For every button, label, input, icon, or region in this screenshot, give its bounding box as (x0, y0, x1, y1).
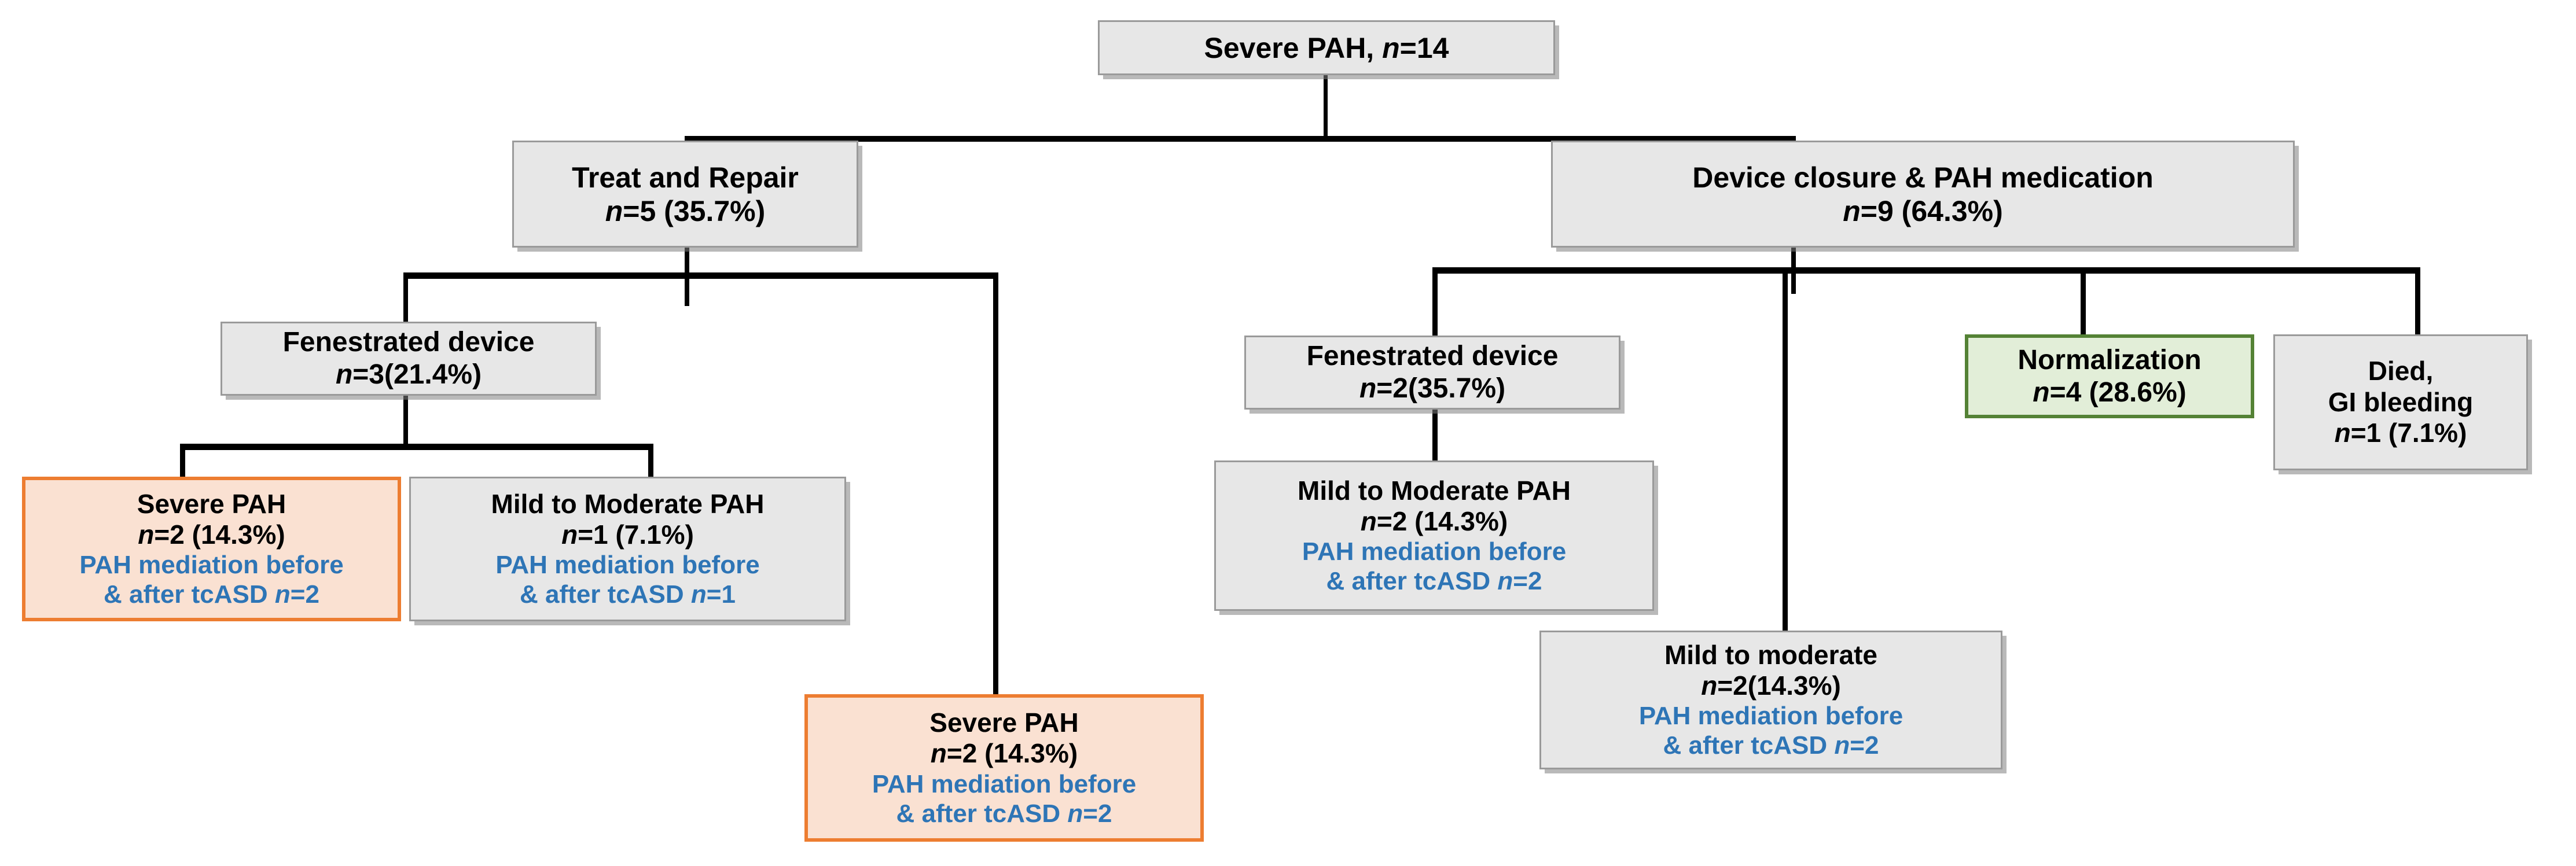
node-severe-pah-center-line4: & after tcASD n=2 (896, 799, 1112, 828)
connector-to-died (2415, 267, 2420, 338)
node-fenestrated-left-line2: n=3(21.4%) (335, 359, 482, 390)
connector-treat-repair-bar (403, 272, 998, 279)
connector-to-mild-moderate-left (648, 444, 653, 483)
node-normalization[interactable]: Normalization n=4 (28.6%) (1965, 334, 2254, 418)
node-severe-pah-left[interactable]: Severe PAH n=2 (14.3%) PAH mediation bef… (22, 477, 401, 621)
node-fenestrated-left-line1: Fenestrated device (282, 327, 535, 358)
node-severe-pah-left-line2: n=2 (14.3%) (138, 519, 285, 550)
node-normalization-line2: n=4 (28.6%) (2033, 377, 2187, 408)
connector-to-severe-pah-center (993, 272, 998, 701)
node-mild-moderate-right-line2: n=2 (14.3%) (1360, 506, 1508, 536)
connector-to-fenestrated-left (403, 272, 408, 333)
node-mild-moderate-left[interactable]: Mild to Moderate PAH n=1 (7.1%) PAH medi… (409, 477, 846, 621)
node-severe-pah-center[interactable]: Severe PAH n=2 (14.3%) PAH mediation bef… (804, 694, 1204, 842)
node-mild-moderate-right-line4: & after tcASD n=2 (1326, 567, 1542, 596)
node-severe-pah-center-line2: n=2 (14.3%) (930, 738, 1078, 769)
node-mild-moderate-bottom[interactable]: Mild to moderate n=2(14.3%) PAH mediatio… (1539, 631, 2002, 769)
node-severe-pah-left-line3: PAH mediation before (79, 551, 344, 580)
node-mild-moderate-bottom-line3: PAH mediation before (1638, 702, 1903, 731)
connector-to-severe-pah-left (180, 444, 185, 483)
node-severe-pah-left-line1: Severe PAH (137, 488, 286, 519)
connector-fenestrated-left-stem (403, 393, 408, 448)
node-mild-moderate-right-line1: Mild to Moderate PAH (1298, 475, 1571, 506)
node-mild-moderate-left-line4: & after tcASD n=1 (520, 580, 736, 609)
node-treat-and-repair[interactable]: Treat and Repair n=5 (35.7%) (512, 141, 858, 248)
node-severe-pah-center-line3: PAH mediation before (872, 769, 1137, 798)
node-mild-moderate-right[interactable]: Mild to Moderate PAH n=2 (14.3%) PAH med… (1214, 460, 1654, 611)
connector-fenestrated-left-bar (180, 444, 653, 450)
connector-root-stem (1324, 73, 1328, 138)
node-device-closure-line1: Device closure & PAH medication (1692, 161, 2154, 194)
connector-to-normalization (2081, 267, 2086, 338)
connector-device-closure-bar (1432, 267, 2420, 274)
node-treat-repair-line2: n=5 (35.7%) (605, 194, 766, 227)
node-died-gi-bleeding[interactable]: Died, GI bleeding n=1 (7.1%) (2273, 334, 2528, 470)
node-mild-moderate-right-line3: PAH mediation before (1302, 537, 1567, 566)
connector-to-fenestrated-right (1432, 267, 1438, 338)
node-mild-moderate-bottom-line1: Mild to moderate (1664, 639, 1878, 670)
node-severe-pah-left-line4: & after tcASD n=2 (104, 580, 319, 609)
node-mild-moderate-left-line2: n=1 (7.1%) (561, 519, 694, 550)
node-fenestrated-right-line2: n=2(35.7%) (1359, 373, 1506, 404)
node-fenestrated-device-left[interactable]: Fenestrated device n=3(21.4%) (221, 322, 597, 396)
node-mild-moderate-bottom-line4: & after tcASD n=2 (1663, 731, 1879, 760)
node-root-line1: Severe PAH, n=14 (1204, 31, 1449, 64)
node-mild-moderate-left-line1: Mild to Moderate PAH (491, 488, 765, 519)
node-treat-repair-line1: Treat and Repair (572, 161, 799, 194)
node-mild-moderate-left-line3: PAH mediation before (495, 551, 760, 580)
connector-to-mild-moderate-bottom (1783, 267, 1788, 646)
node-mild-moderate-bottom-line2: n=2(14.3%) (1701, 670, 1841, 701)
node-died-line3: n=1 (7.1%) (2334, 418, 2467, 448)
node-normalization-line1: Normalization (2018, 344, 2202, 375)
node-device-closure-line2: n=9 (64.3%) (1843, 194, 2003, 227)
node-died-line1: Died, (2368, 356, 2434, 386)
node-root-severe-pah[interactable]: Severe PAH, n=14 (1098, 20, 1555, 75)
node-fenestrated-right-line1: Fenestrated device (1306, 341, 1559, 372)
connector-root-bar (685, 136, 1796, 142)
node-died-line2: GI bleeding (2328, 386, 2474, 417)
connector-fenestrated-right-stem (1432, 405, 1438, 463)
node-device-closure[interactable]: Device closure & PAH medication n=9 (64.… (1551, 141, 2295, 248)
node-severe-pah-center-line1: Severe PAH (929, 707, 1079, 738)
node-fenestrated-device-right[interactable]: Fenestrated device n=2(35.7%) (1244, 336, 1620, 410)
